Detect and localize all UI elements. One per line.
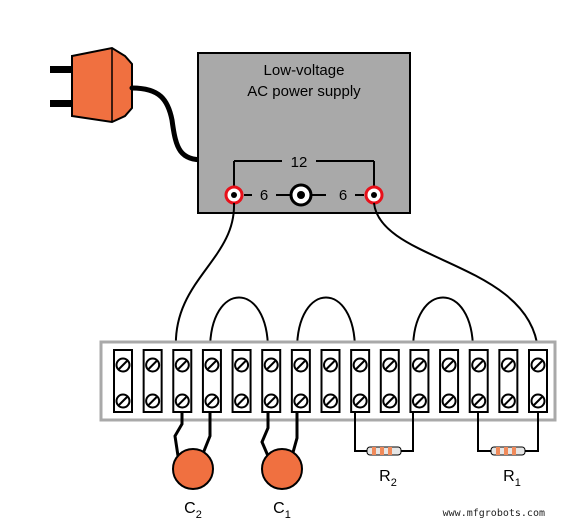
terminal-11[interactable] — [409, 349, 430, 413]
terminal-12[interactable] — [439, 349, 460, 413]
resistor-r2 — [354, 412, 414, 456]
jumper-1 — [209, 296, 269, 351]
wire-psu-left — [174, 202, 236, 351]
capacitor-c2 — [172, 412, 214, 490]
terminal-list — [113, 349, 548, 413]
terminal-10[interactable] — [379, 349, 400, 413]
c1-label: C1 — [273, 500, 291, 521]
terminal-9[interactable] — [350, 349, 371, 413]
tap-12-bracket — [233, 160, 375, 188]
psu-terminal-center[interactable] — [289, 183, 313, 207]
psu-title-line2: AC power supply — [247, 83, 361, 100]
terminal-3[interactable] — [172, 349, 193, 413]
terminal-2[interactable] — [142, 349, 163, 413]
terminal-7[interactable] — [290, 349, 311, 413]
jumper-3 — [412, 296, 474, 351]
tap-6-right-label: 6 — [339, 187, 347, 204]
terminal-1[interactable] — [113, 349, 133, 413]
psu-terminal-right[interactable] — [364, 185, 384, 205]
psu-terminal-left[interactable] — [224, 185, 244, 205]
r1-label: R1 — [503, 468, 521, 489]
plug-icon — [50, 46, 133, 124]
capacitor-c1 — [260, 412, 303, 490]
r2-label: R2 — [379, 468, 397, 489]
terminal-4[interactable] — [201, 349, 222, 413]
terminal-14[interactable] — [498, 349, 519, 413]
terminal-15[interactable] — [528, 349, 548, 413]
c2-label: C2 — [184, 500, 202, 521]
wire-psu-right — [373, 202, 539, 351]
psu-title-line1: Low-voltage — [264, 62, 345, 79]
terminal-5[interactable] — [231, 349, 252, 413]
power-cord — [129, 85, 208, 163]
tap-6-left-label: 6 — [260, 187, 268, 204]
tap-12-label: 12 — [291, 154, 308, 171]
terminal-13[interactable] — [468, 349, 489, 413]
watermark: www.mfgrobots.com — [443, 508, 545, 519]
jumper-2 — [296, 296, 356, 351]
terminal-8[interactable] — [320, 349, 341, 413]
resistor-r1 — [477, 412, 539, 456]
plug-body — [71, 46, 133, 124]
terminal-6[interactable] — [261, 349, 282, 413]
